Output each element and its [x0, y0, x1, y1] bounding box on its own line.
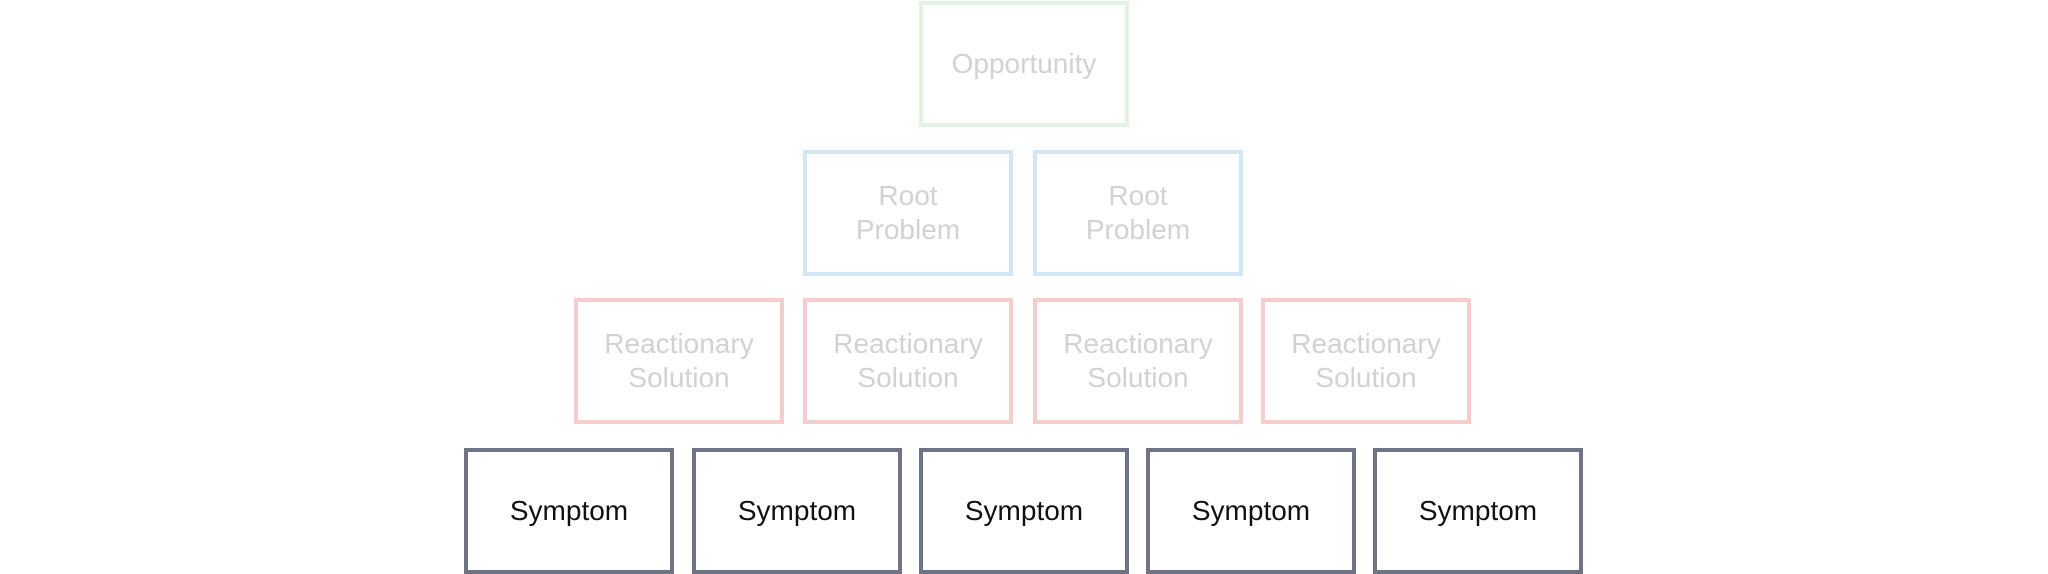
root-problem-box: Root Problem: [803, 150, 1013, 276]
reactionary-solution-label: Reactionary Solution: [1063, 328, 1213, 393]
reactionary-solution-label: Reactionary Solution: [1291, 328, 1441, 393]
reactionary-solution-label: Reactionary Solution: [604, 328, 754, 393]
reactionary-solution-box: Reactionary Solution: [1033, 298, 1243, 424]
root-problem-label: Root Problem: [855, 180, 961, 245]
symptom-box: Symptom: [464, 448, 674, 574]
symptom-label: Symptom: [1191, 495, 1311, 526]
root-problem-box: Root Problem: [1033, 150, 1243, 276]
opportunity-box: Opportunity: [919, 1, 1129, 127]
reactionary-solution-box: Reactionary Solution: [574, 298, 784, 424]
symptom-label: Symptom: [737, 495, 857, 526]
reactionary-solution-label: Reactionary Solution: [833, 328, 983, 393]
root-problem-label: Root Problem: [1085, 180, 1191, 245]
symptom-label: Symptom: [509, 495, 629, 526]
symptom-label: Symptom: [964, 495, 1084, 526]
symptom-box: Symptom: [692, 448, 902, 574]
symptom-box: Symptom: [919, 448, 1129, 574]
symptom-box: Symptom: [1373, 448, 1583, 574]
symptom-label: Symptom: [1418, 495, 1538, 526]
opportunity-label: Opportunity: [951, 48, 1097, 79]
reactionary-solution-box: Reactionary Solution: [1261, 298, 1471, 424]
symptom-box: Symptom: [1146, 448, 1356, 574]
reactionary-solution-box: Reactionary Solution: [803, 298, 1013, 424]
